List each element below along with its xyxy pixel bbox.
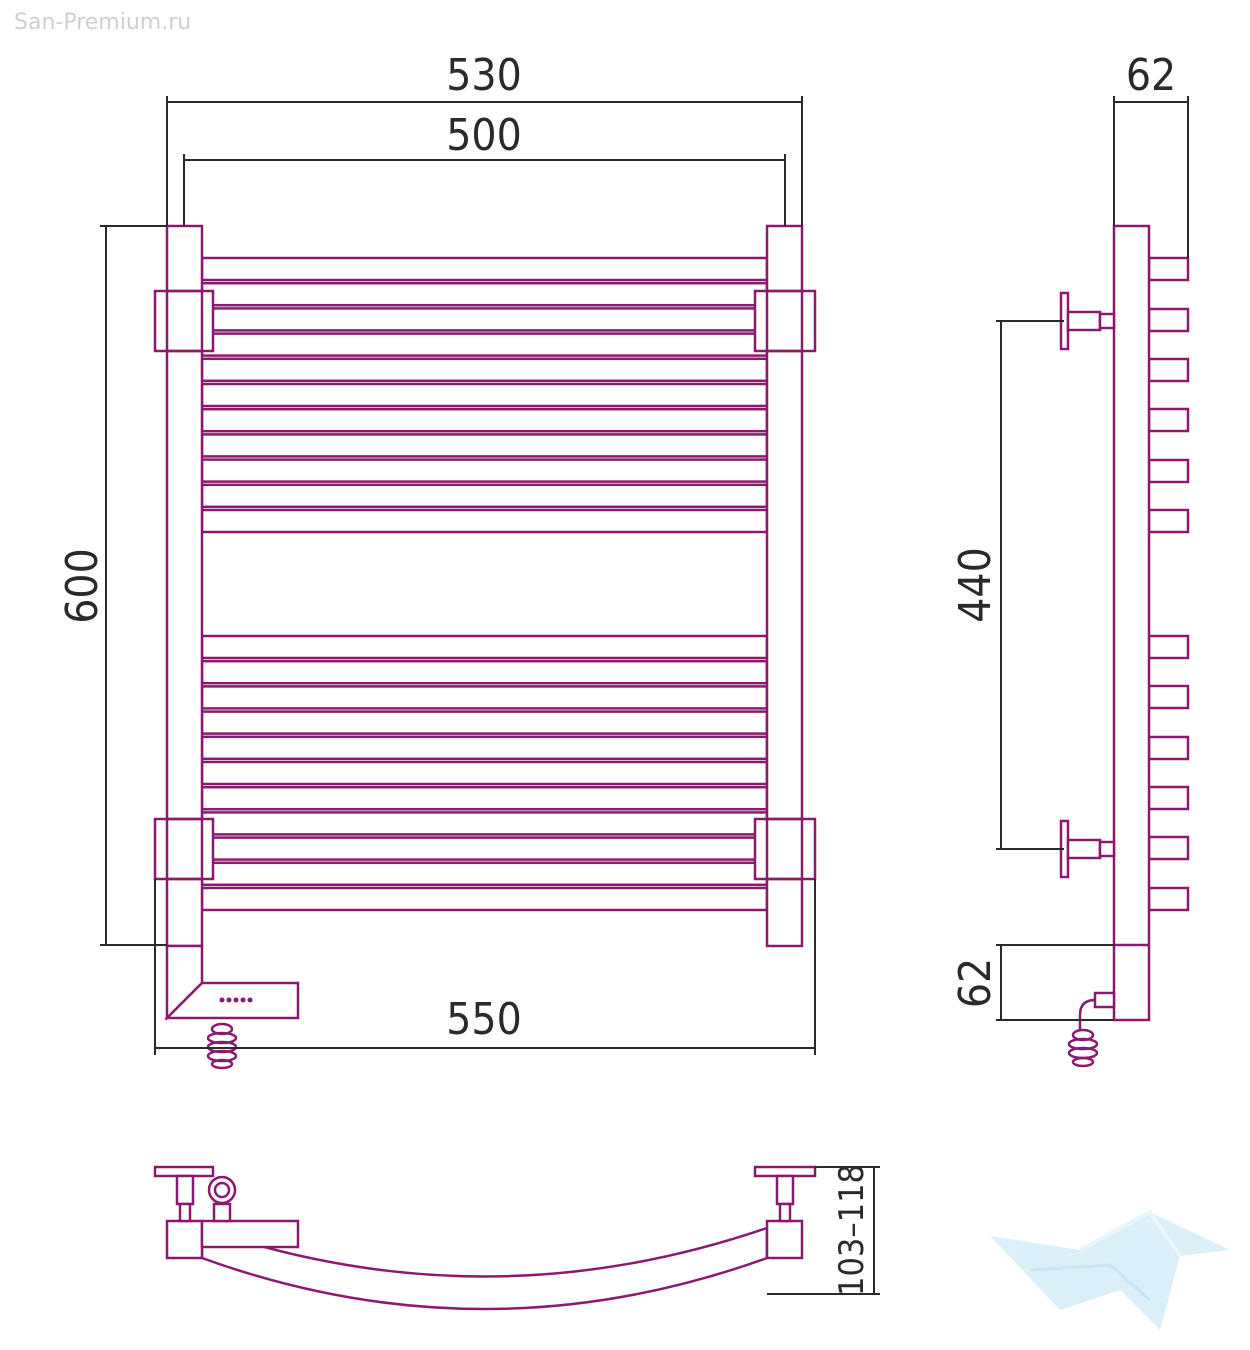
dim-height: 600: [57, 548, 108, 624]
rung-lower-7: [200, 785, 769, 811]
side-fin-10: [1147, 785, 1190, 811]
rung-upper-1: [200, 256, 769, 282]
side-fin-3: [1147, 357, 1190, 383]
side-view: 62 440 62: [950, 50, 1190, 1068]
rung-upper-8: [200, 433, 769, 458]
rung-lower-6: [200, 760, 769, 786]
side-fin-1: [1147, 256, 1190, 282]
dim-install-width: 550: [446, 994, 522, 1045]
top-mount-left: [153, 1165, 215, 1223]
rung-lower-3: [200, 685, 769, 710]
side-mount-bottom: [1059, 819, 1116, 879]
side-fin-2: [1147, 307, 1190, 333]
side-heating-element-icon: [1067, 991, 1116, 1068]
rung-upper-11: [200, 508, 769, 534]
rungs-group: [200, 256, 769, 912]
rung-lower-5: [200, 735, 769, 761]
rung-upper-5: [200, 357, 769, 383]
top-right-end: [765, 1219, 804, 1260]
top-cable-icon: [207, 1175, 237, 1223]
heating-element-icon: [163, 944, 300, 1070]
side-fin-4: [1147, 407, 1190, 433]
side-fin-9: [1147, 735, 1190, 761]
bracket-bottom-left: [153, 817, 215, 881]
rung-lower-4: [200, 710, 769, 735]
rung-upper-2: [200, 281, 769, 307]
bracket-top-left: [153, 289, 215, 353]
watermark: San-Premium.ru: [14, 10, 192, 35]
dim-wall-distance: 103–118: [832, 1164, 872, 1296]
rung-upper-6: [200, 382, 769, 408]
rung-lower-11: [200, 886, 769, 912]
dim-overall-width: 530: [446, 50, 522, 101]
side-fins-group: [1147, 256, 1190, 912]
rung-lower-1: [200, 634, 769, 660]
rung-upper-4: [200, 332, 769, 357]
rung-lower-10: [200, 861, 769, 887]
top-left-end: [165, 1219, 204, 1260]
side-mount-top: [1059, 291, 1116, 351]
dim-mount-spacing: 440: [950, 547, 1001, 623]
top-view: 103–118: [153, 1164, 880, 1311]
rung-upper-10: [200, 483, 769, 509]
bracket-top-right: [753, 289, 817, 353]
dim-depth: 62: [1126, 50, 1176, 101]
side-fin-7: [1147, 634, 1190, 660]
top-mount-right: [753, 1165, 817, 1223]
side-fin-11: [1147, 835, 1190, 861]
wave-logo-icon: [990, 1209, 1230, 1330]
side-riser: [1112, 224, 1151, 1022]
side-fin-12: [1147, 886, 1190, 912]
side-fin-6: [1147, 508, 1190, 534]
side-fin-5: [1147, 458, 1190, 484]
dim-axis-width: 500: [446, 110, 522, 161]
rung-upper-3: [200, 307, 769, 332]
rung-lower-8: [200, 811, 769, 836]
rung-upper-9: [200, 458, 769, 483]
front-view: 530 500 600 550: [57, 50, 817, 1070]
rung-lower-9: [200, 836, 769, 861]
rung-upper-7: [200, 407, 769, 433]
dim-heater-offset: 62: [950, 958, 1001, 1008]
led-indicator-icon: [219, 997, 253, 1003]
bracket-bottom-right: [753, 817, 817, 881]
cable-coil-icon: [206, 1022, 238, 1070]
rung-lower-2: [200, 659, 769, 685]
side-fin-8: [1147, 684, 1190, 710]
